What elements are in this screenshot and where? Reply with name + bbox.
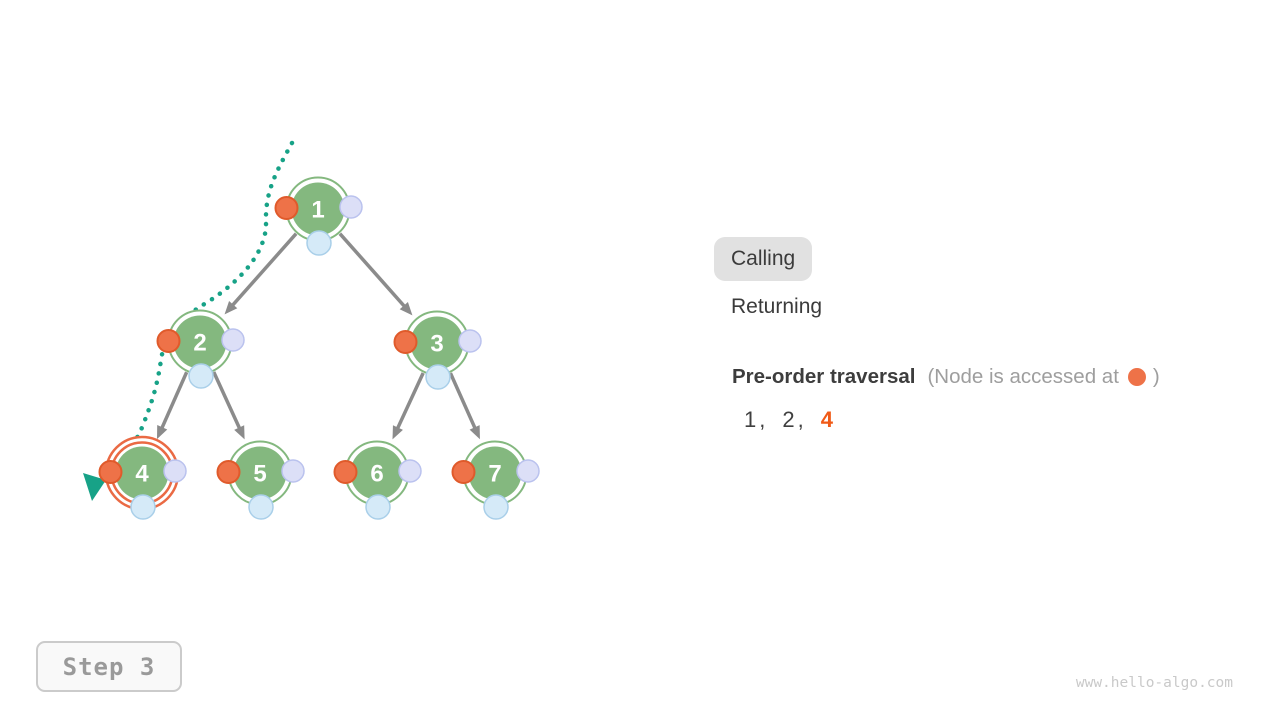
node-value: 7	[488, 461, 501, 488]
tree-node-4: 4	[98, 435, 187, 520]
traversal-path-arrowhead	[83, 473, 106, 501]
inorder-dot	[306, 230, 332, 256]
traversal-heading: Pre-order traversal (Node is accessed at…	[732, 365, 1160, 389]
preorder-dot	[393, 330, 418, 354]
preorder-dot	[156, 329, 181, 353]
legend-item-returning[interactable]: Returning	[731, 295, 822, 319]
step-label: Step 3	[62, 652, 156, 681]
postorder-dot	[516, 459, 540, 483]
postorder-dot	[398, 459, 422, 483]
sequence-value-current: 4	[820, 407, 833, 432]
sequence-item: 4	[821, 407, 833, 433]
tree-node-7: 7	[451, 440, 540, 520]
traversal-title: Pre-order traversal	[732, 365, 916, 388]
tree-edge-arrowhead	[156, 425, 168, 440]
node-value: 3	[430, 331, 443, 358]
tree-svg: 1 2 3 4 5 6 7	[83, 140, 540, 520]
preorder-dot	[274, 196, 299, 220]
tree-node-3: 3	[393, 310, 482, 390]
inorder-dot	[188, 363, 214, 389]
node-value: 2	[193, 330, 206, 357]
tree-edge-arrowhead	[224, 300, 238, 315]
sequence-item: 2,	[782, 407, 803, 433]
preorder-dot	[451, 460, 476, 484]
legend-returning-label: Returning	[731, 295, 823, 318]
tree-node-5: 5	[216, 440, 305, 520]
traversal-path	[101, 140, 295, 476]
watermark: www.hello-algo.com	[1075, 675, 1233, 691]
node-value: 4	[135, 461, 149, 488]
inorder-dot	[248, 494, 274, 520]
node-value: 1	[311, 197, 324, 224]
sequence-value: 2	[782, 407, 795, 432]
tree-edge-1-2	[229, 232, 298, 309]
node-value: 6	[370, 461, 383, 488]
legend-calling-label: Calling	[731, 247, 796, 270]
tree-node-2: 2	[156, 309, 245, 389]
node-circle	[350, 446, 404, 500]
traversal-note: (Node is accessed at	[927, 365, 1119, 388]
preorder-dot	[98, 460, 123, 484]
node-circle	[468, 446, 522, 500]
postorder-dot	[281, 459, 305, 483]
node-circle	[233, 446, 287, 500]
tree-edge-2-5	[212, 371, 243, 431]
preorder-dot	[333, 460, 358, 484]
node-value: 5	[253, 461, 266, 488]
traversal-note-close: )	[1152, 365, 1160, 388]
node-circle	[410, 316, 464, 370]
traversal-sequence: 1,2,4	[744, 407, 850, 433]
inorder-dot	[483, 494, 509, 520]
inorder-dot	[425, 364, 451, 390]
tree-node-6: 6	[333, 440, 422, 520]
tree-edge-arrowhead	[392, 425, 403, 440]
node-circle	[173, 315, 227, 369]
tree-edge-arrowhead	[234, 425, 245, 440]
postorder-dot	[339, 195, 363, 219]
access-dot-icon	[1127, 368, 1146, 386]
tree-edge-1-3	[338, 232, 408, 310]
node-circle	[291, 182, 345, 236]
tree-node-1: 1	[274, 176, 363, 256]
inorder-dot	[365, 494, 391, 520]
inorder-dot	[130, 494, 156, 520]
legend-item-calling[interactable]: Calling	[714, 237, 813, 281]
node-circle	[115, 446, 169, 500]
step-indicator: Step 3	[36, 641, 182, 692]
sequence-item: 1,	[744, 407, 765, 433]
tree-edge-3-6	[395, 372, 425, 432]
tree-edge-2-4	[159, 371, 189, 431]
sequence-value: 1	[744, 407, 757, 432]
preorder-dot	[216, 460, 241, 484]
tree-edge-3-7	[448, 372, 478, 431]
postorder-dot	[163, 459, 187, 483]
sequence-comma: ,	[759, 407, 766, 432]
postorder-dot	[458, 329, 482, 353]
postorder-dot	[221, 328, 245, 352]
tree-edge-arrowhead	[399, 301, 413, 316]
tree-edge-arrowhead	[469, 425, 480, 440]
sequence-comma: ,	[797, 407, 804, 432]
